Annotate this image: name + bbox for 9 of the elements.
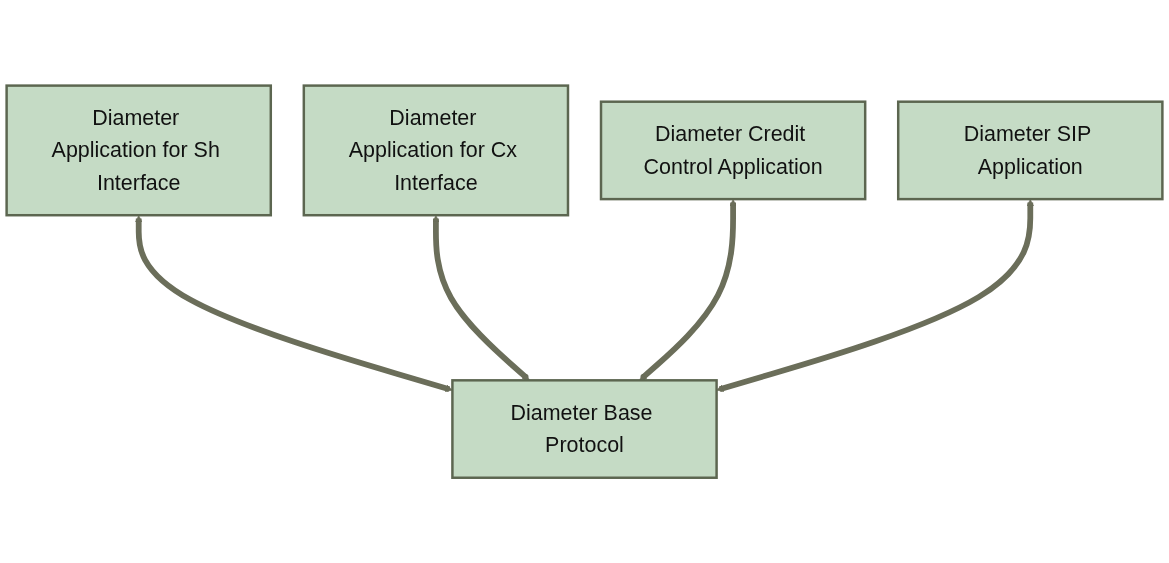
arrow	[135, 215, 453, 392]
node-box: Diameter Base Protocol	[451, 378, 718, 479]
arrow	[639, 198, 737, 381]
node-box: Diameter Application for Sh Interface	[5, 84, 273, 217]
node-box: Diameter Credit Control Application	[599, 100, 867, 201]
arrow	[432, 215, 530, 381]
node-box: Diameter SIP Application	[896, 100, 1164, 201]
node-box: Diameter Application for Cx Interface	[302, 84, 570, 217]
arrow	[716, 198, 1034, 392]
